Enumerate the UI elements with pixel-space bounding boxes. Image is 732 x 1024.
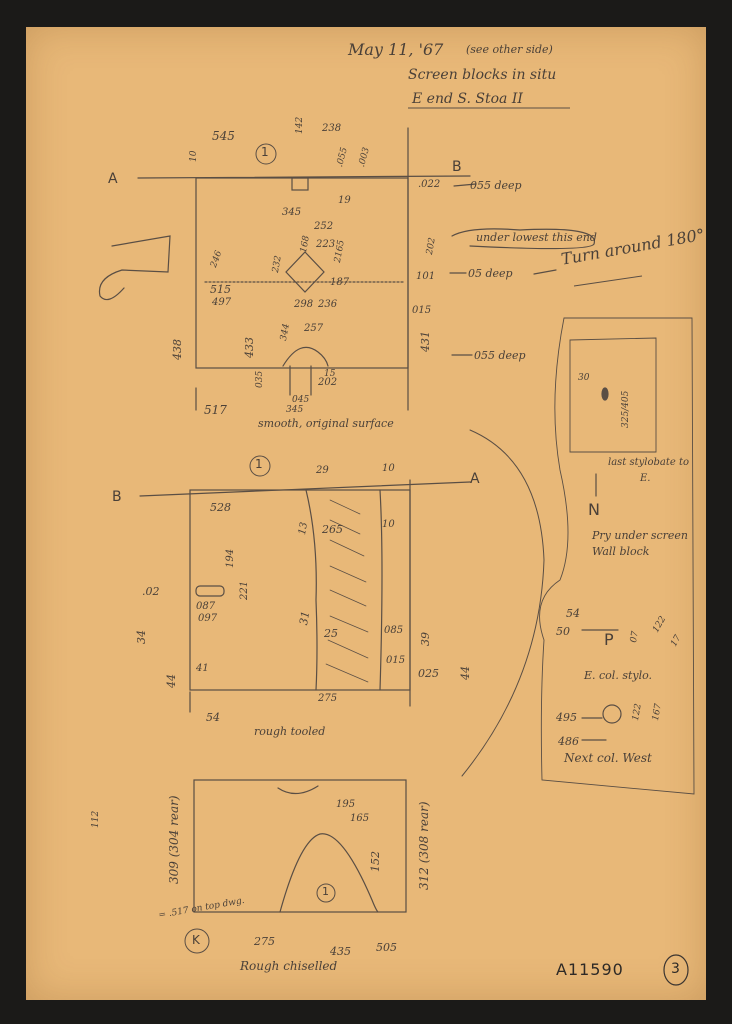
mid-m275: 275: [318, 693, 338, 704]
bottom-circle-label: 1: [322, 885, 329, 898]
top-circle-label: 1: [261, 145, 269, 159]
top-m022: .022: [418, 179, 441, 190]
mid-m087: 087: [196, 601, 216, 612]
top-m298: 298: [294, 299, 314, 310]
top-m497: 497: [212, 297, 232, 308]
top-block-lozenge: [285, 251, 325, 293]
top-m223: 223: [316, 239, 336, 250]
top-m433: 433: [243, 337, 256, 358]
mid-m194: 194: [225, 548, 236, 568]
bottom-caption: Rough chiselled: [240, 959, 338, 973]
mid-m221: 221: [239, 580, 250, 600]
top-m142: 142: [295, 116, 305, 134]
top-m257: 257: [304, 323, 324, 334]
side-m30: 30: [578, 373, 590, 383]
mid-m29: 29: [316, 465, 329, 476]
side-panel-outline: [539, 317, 695, 795]
bottom-k-label: K: [192, 933, 200, 947]
side-m486: 486: [558, 735, 579, 748]
top-label-b: B: [452, 159, 462, 175]
top-m187: 187: [330, 277, 350, 288]
mid-m097: 097: [198, 613, 218, 624]
mid-circle-label: 1: [255, 457, 263, 471]
top-m045: 045: [292, 395, 310, 405]
top-note-05deep: 05 deep: [468, 267, 513, 280]
mid-m10a: 10: [382, 463, 395, 474]
bottom-m195: 195: [336, 799, 356, 810]
top-m517: 517: [204, 403, 227, 417]
side-north: N: [588, 500, 600, 519]
footer-page-num: 3: [671, 961, 680, 977]
top-m438: 438: [171, 339, 184, 360]
mid-m015: 015: [386, 655, 406, 666]
side-col-e: E. col. stylo.: [584, 669, 653, 682]
top-caption: smooth, original surface: [258, 417, 394, 430]
mid-m34: 34: [135, 630, 148, 644]
side-note2b: Wall block: [592, 545, 650, 558]
top-m19: 19: [338, 195, 351, 206]
mid-m54: 54: [206, 711, 220, 724]
mid-m44a: 44: [165, 674, 178, 688]
top-m015: 015: [412, 305, 432, 316]
top-m238: 238: [322, 123, 342, 134]
mid-m528: 528: [210, 501, 231, 514]
side-m54: 54: [566, 607, 580, 620]
top-m252: 252: [314, 221, 334, 232]
top-m345: 345: [282, 207, 302, 218]
mid-m25: 25: [324, 627, 338, 640]
mid-label-b: B: [112, 489, 122, 505]
side-note2: Pry under screen: [592, 529, 689, 542]
header-date: May 11, '67: [348, 40, 444, 59]
side-note1: last stylobate to: [608, 457, 690, 468]
header-see-other: (see other side): [466, 43, 553, 56]
bottom-m505: 505: [376, 941, 397, 954]
top-m15: 15: [324, 369, 336, 379]
top-m345b: 345: [286, 405, 304, 415]
top-m515: 515: [210, 283, 231, 296]
mid-m265: 265: [322, 523, 343, 536]
top-note-055deep2: 055 deep: [474, 349, 526, 362]
top-m431: 431: [419, 331, 432, 352]
top-note-055deep: 055 deep: [470, 179, 522, 192]
bottom-m152: 152: [369, 851, 382, 872]
side-p-label: P: [604, 630, 614, 649]
mid-m39: 39: [419, 632, 432, 646]
footer-catalog: A11590: [556, 960, 624, 979]
mid-m085: 085: [384, 625, 404, 636]
bottom-m435: 435: [330, 945, 351, 958]
top-m10: 10: [189, 150, 199, 162]
bottom-m275: 275: [254, 935, 275, 948]
side-m50: 50: [556, 625, 570, 638]
paper-sheet: [26, 27, 706, 1000]
top-note-lower: under lowest this end: [476, 231, 597, 244]
bottom-m312: 312 (308 rear): [417, 801, 431, 890]
mid-m10b: 10: [382, 519, 395, 530]
mid-m025: 025: [418, 667, 439, 680]
bottom-block-outline: [193, 779, 407, 913]
side-m325: 325/405: [621, 390, 631, 428]
top-m202b: 202: [318, 377, 338, 388]
header-line3: E end S. Stoa II: [412, 91, 523, 107]
mid-m41: 41: [196, 663, 209, 674]
mid-caption: rough tooled: [254, 725, 326, 738]
header-line2: Screen blocks in situ: [408, 67, 557, 83]
top-block-outline: [195, 177, 409, 369]
bottom-margin-mark: 112: [91, 810, 101, 828]
side-m495: 495: [556, 711, 577, 724]
mid-m02: .02: [142, 585, 160, 598]
mid-m44b: 44: [459, 666, 472, 680]
top-m101: 101: [416, 271, 436, 282]
middle-block-outline: [189, 489, 411, 691]
top-m545: 545: [212, 129, 235, 143]
side-note1b: E.: [640, 473, 651, 484]
mid-label-a: A: [470, 471, 480, 487]
top-m236: 236: [318, 299, 338, 310]
top-m035: 035: [255, 370, 265, 388]
bottom-m309: 309 (304 rear): [167, 795, 181, 884]
top-label-a: A: [108, 171, 118, 187]
bottom-m165: 165: [350, 813, 370, 824]
mid-m31: 31: [297, 610, 313, 627]
side-col-w: Next col. West: [564, 751, 652, 765]
